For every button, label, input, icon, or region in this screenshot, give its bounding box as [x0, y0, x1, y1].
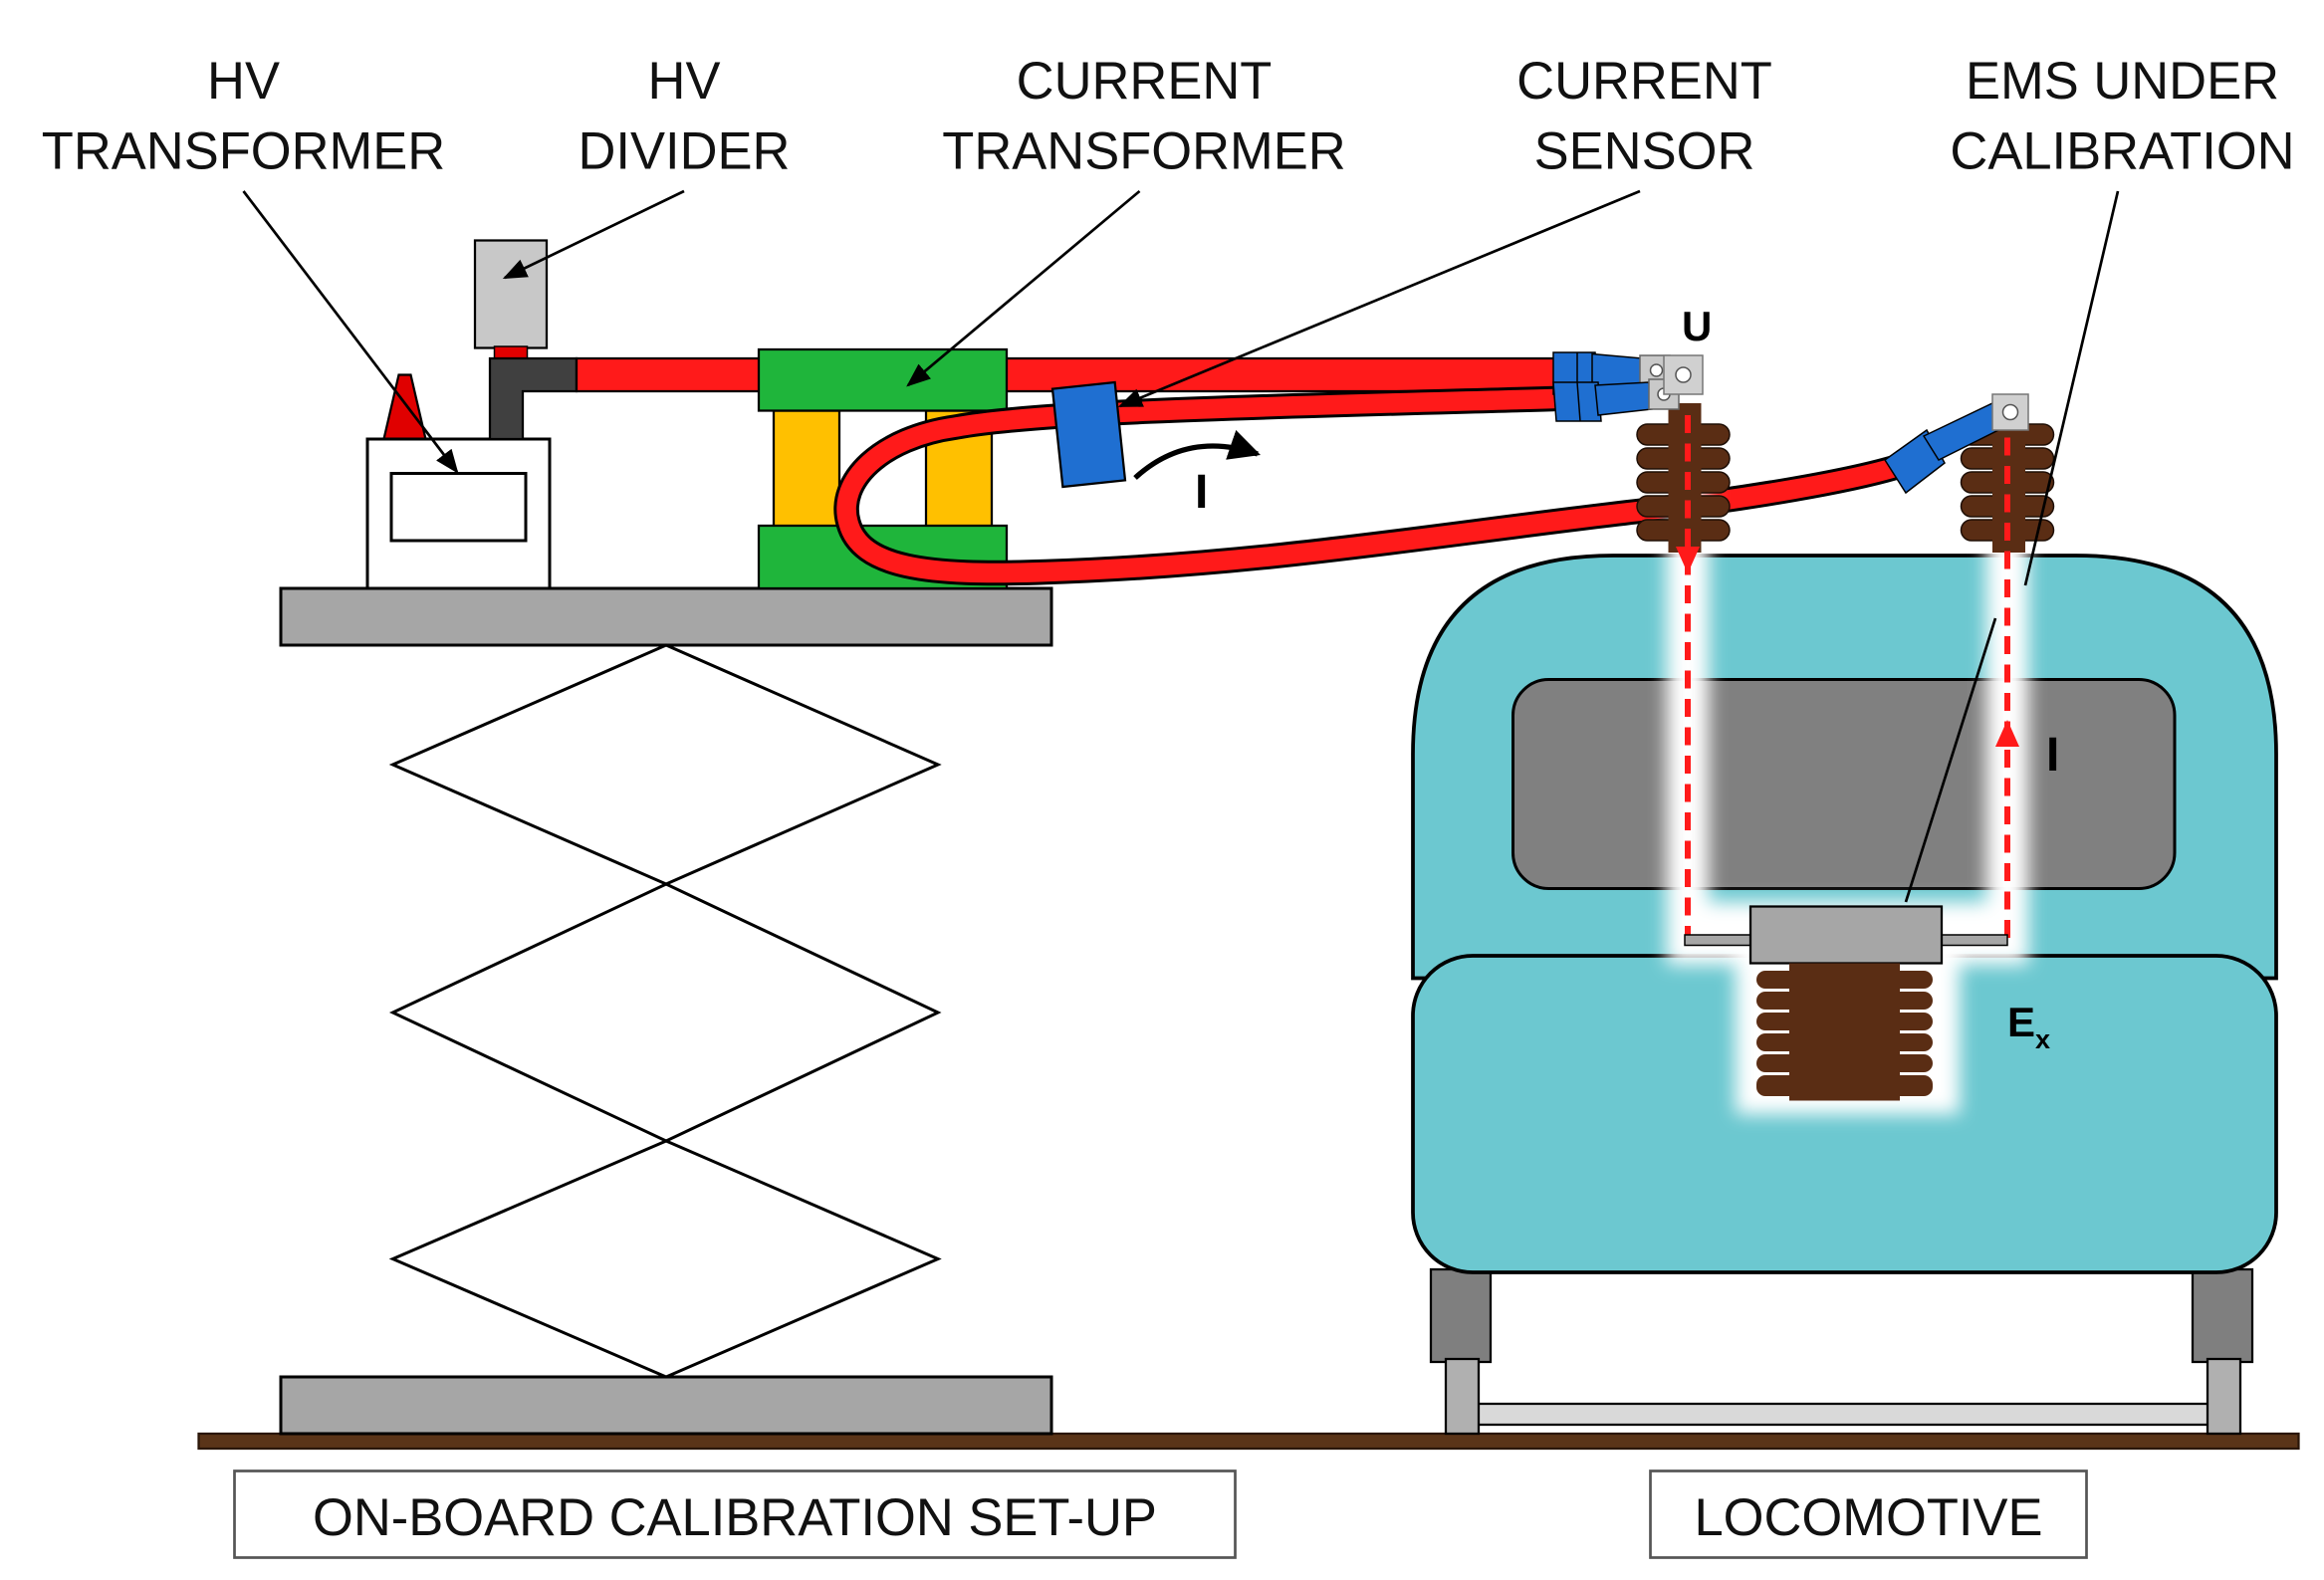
symbol-ex-sub: x [2035, 1024, 2050, 1054]
label-current-sensor-line2: SENSOR [1534, 122, 1755, 181]
leader-current-sensor [1117, 189, 1641, 408]
scissor-lift [279, 586, 1053, 1436]
locomotive-transformer [1684, 905, 2008, 1101]
leader-ems-bottom [1904, 617, 1997, 903]
caption-locomotive: LOCOMOTIVE [1694, 1488, 2042, 1547]
locomotive-axle [1470, 1402, 2210, 1427]
hv-divider-elbow [488, 356, 579, 441]
symbol-current-loco: I [2046, 729, 2059, 782]
ct-leg-left [772, 409, 841, 535]
caption-box-locomotive [1649, 1469, 2088, 1559]
label-current-transformer-line2: TRANSFORMER [942, 122, 1345, 181]
label-hv-divider-line1: HV [648, 52, 721, 111]
hv-divider [473, 239, 579, 441]
lift-scissor-3 [388, 1139, 942, 1379]
leader-ems-top [2023, 190, 2120, 586]
lift-top-platform [279, 586, 1053, 647]
label-hv-transformer-line1: HV [207, 52, 280, 111]
lift-base-platform [279, 1375, 1053, 1436]
leader-hv-divider [502, 189, 685, 280]
leader-current-transformer [906, 189, 1141, 387]
current-connector-left [1552, 354, 1704, 422]
current-direction-arrow [1133, 429, 1261, 480]
label-current-sensor-line1: CURRENT [1516, 52, 1772, 111]
hv-transformer [365, 373, 552, 590]
locomotive-wheel-right [2206, 1357, 2242, 1436]
label-hv-transformer-line2: TRANSFORMER [42, 122, 445, 181]
current-arrow-down [1676, 547, 1700, 573]
symbol-voltage: U [1682, 303, 1712, 349]
lift-scissor-1 [388, 643, 942, 886]
current-sensor [1050, 380, 1127, 489]
hv-cable-top [575, 356, 1564, 393]
lift-scissor-2 [388, 882, 942, 1143]
label-ems-line2: CALIBRATION [1950, 122, 2294, 181]
current-arrow-up [1995, 720, 2019, 747]
symbol-current-cable: I [1195, 466, 1208, 519]
locomotive-wheel-left [1444, 1357, 1481, 1436]
label-current-transformer-line1: CURRENT [1017, 52, 1273, 111]
ems-connector [1883, 393, 2029, 495]
symbol-ex-main: E [2007, 999, 2035, 1045]
caption-box-setup [233, 1469, 1237, 1559]
locomotive-window [1511, 678, 2177, 890]
roof-insulator-left [1636, 403, 1731, 553]
locomotive-transformer-head [1748, 905, 1944, 965]
label-hv-divider-line2: DIVIDER [579, 122, 791, 181]
symbol-ex: Ex [2007, 999, 2050, 1054]
caption-setup: ON-BOARD CALIBRATION SET-UP [313, 1488, 1157, 1547]
label-ems-line1: EMS UNDER [1966, 52, 2279, 111]
hv-transformer-panel [389, 472, 528, 543]
leader-hv-transformer [242, 190, 459, 474]
ct-core-top [757, 347, 1009, 412]
rail [197, 1432, 2300, 1451]
